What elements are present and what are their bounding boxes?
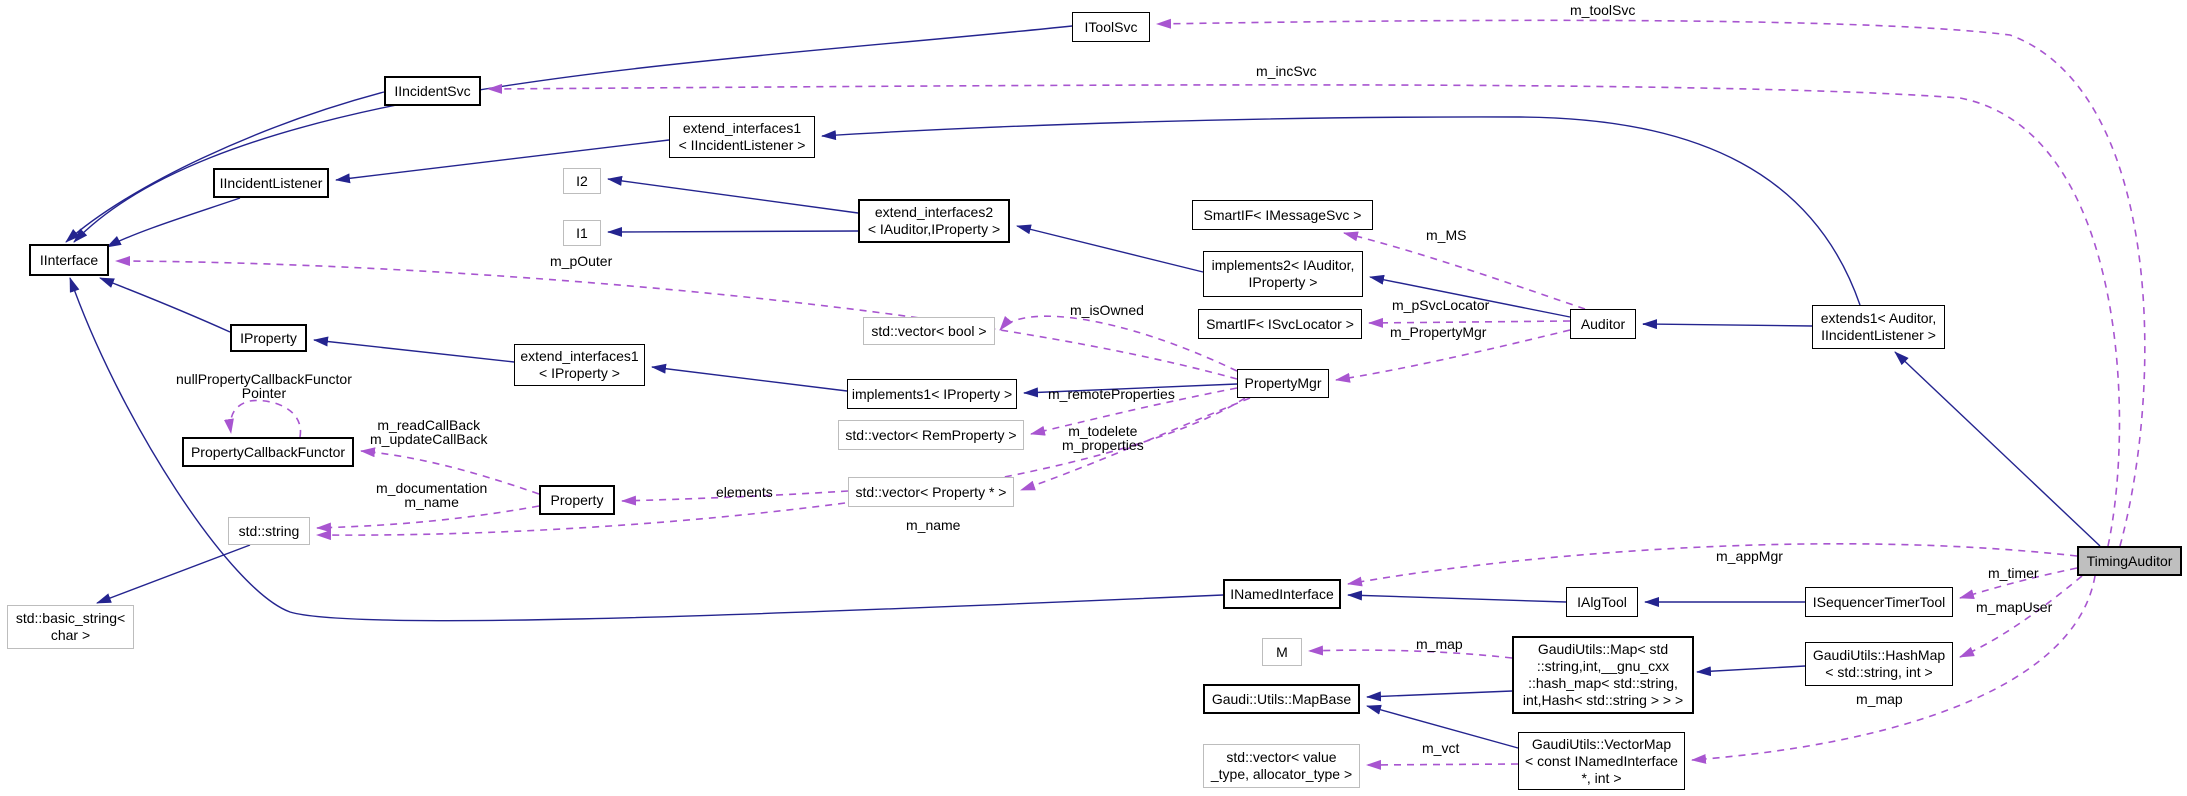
edge-auditor-to-implements2 [1369,274,1571,318]
edge-timingauditor-to-itoolsvc [1156,18,2146,547]
node-smartif-isvclocator[interactable]: SmartIF< ISvcLocator > [1198,309,1362,339]
node-ialgtool[interactable]: IAlgTool [1566,587,1638,617]
node-implements1[interactable]: implements1< IProperty > [847,379,1017,409]
node-iinterface[interactable]: IInterface [29,244,109,276]
edge-timingauditor-to-extends1 [1894,351,2101,547]
node-i1: I1 [563,220,601,246]
edge-implements2-to-ei2 [1016,224,1204,273]
edge-stdstring-to-basicstring [96,544,251,604]
edge-gmap-to-m [1308,645,1513,659]
node-extend-interfaces1-iincidentlistener[interactable]: extend_interfaces1 < IIncidentListener > [669,116,815,158]
edge-label-m-ms: m_MS [1426,227,1467,243]
edge-timingauditor-to-inamedinterface [1347,542,2078,587]
edge-label-m-psvclocator: m_pSvcLocator [1392,297,1490,313]
edge-label-m-vct: m_vct [1422,740,1460,756]
edge-iproperty-to-iinterface [99,277,231,333]
node-iincidentsvc[interactable]: IIncidentSvc [384,76,481,106]
edge-propertymgr-to-iinterface [115,256,1238,380]
edge-label-m-todelete-m-properties: m_todelete m_properties [1062,423,1144,453]
node-propertycallbackfunctor[interactable]: PropertyCallbackFunctor [182,437,354,467]
edge-label-elements: elements [716,484,773,500]
node-std-vector-bool: std::vector< bool > [863,317,995,345]
edge-label-m-map-right: m_map [1856,691,1903,707]
edge-propertymgr-to-vectorbool [999,315,1238,372]
edge-label-m-incsvc: m_incSvc [1256,63,1317,79]
node-extend-interfaces2[interactable]: extend_interfaces2 < IAuditor,IProperty … [858,199,1010,243]
node-timingauditor: TimingAuditor [2077,546,2182,576]
edge-timingauditor-to-iincidentsvc [487,83,2121,547]
edge-propertymgr-to-implements1 [1023,383,1238,398]
edge-iincidentsvc-to-iinterface [65,91,385,243]
edge-property-to-stdstring [316,505,540,533]
node-gaudiutils-vectormap[interactable]: GaudiUtils::VectorMap < const INamedInte… [1518,732,1685,790]
edge-propertymgr-to-vectorpropertyptr [1020,397,1251,491]
edge-timingauditor-to-iseqtimertool [1959,567,2078,599]
node-smartif-imessagesvc[interactable]: SmartIF< IMessageSvc > [1192,200,1373,230]
edge-auditor-to-smartif-isvclocator [1368,317,1571,328]
node-itoolsvc[interactable]: IToolSvc [1072,12,1150,42]
node-property[interactable]: Property [539,485,615,515]
edge-extends1-to-ei1iil [821,116,1861,306]
edge-label-nullpropertycallbackfunctorpointer: nullPropertyCallbackFunctor Pointer [176,371,352,401]
node-gaudiutils-hashmap[interactable]: GaudiUtils::HashMap < std::string, int > [1805,642,1953,686]
edge-timingauditor-to-ghashmap [1959,575,2083,658]
node-auditor[interactable]: Auditor [1570,309,1636,339]
edge-label-m-name: m_name [906,517,961,533]
node-isequencertimertool[interactable]: ISequencerTimerTool [1805,587,1953,617]
node-std-vector-remproperty: std::vector< RemProperty > [838,420,1024,450]
edge-label-m-pouter: m_pOuter [550,253,613,269]
edge-inamedinterface-to-iinterface [69,277,1224,622]
edge-label-m-mapuser: m_mapUser [1976,599,2053,615]
edge-label-m-isowned: m_isOwned [1070,302,1144,318]
edge-ei1iil-to-iincidentlistener [335,139,670,184]
edge-vectorpropertyptr-to-property [621,490,849,506]
node-implements2[interactable]: implements2< IAuditor, IProperty > [1203,251,1363,297]
node-std-string: std::string [228,517,310,545]
edge-label-m-documentation-m-name: m_documentation m_name [376,480,488,510]
node-std-vector-valuetype: std::vector< value _type, allocator_type… [1203,744,1360,788]
edge-propertymgr-to-vectorremproperty [1030,387,1238,436]
edge-label-m-readcallback-m-updatecallback: m_readCallBack m_updateCallBack [370,417,488,447]
edge-label-m-remoteproperties: m_remoteProperties [1048,386,1175,402]
node-i2: I2 [563,168,601,194]
node-propertymgr[interactable]: PropertyMgr [1237,369,1329,398]
node-gaudi-utils-mapbase[interactable]: Gaudi::Utils::MapBase [1203,684,1360,714]
node-iproperty[interactable]: IProperty [230,324,307,352]
edge-ei2-to-i2 [607,175,859,214]
edge-auditor-to-smartif-imessagesvc [1343,231,1586,310]
node-extends1[interactable]: extends1< Auditor, IIncidentListener > [1812,305,1945,349]
node-gaudiutils-map[interactable]: GaudiUtils::Map< std ::string,int,__gnu_… [1512,636,1694,714]
edge-ei2-to-i1 [607,226,859,237]
edge-pcf-self-loop [223,399,302,438]
node-inamedinterface[interactable]: INamedInterface [1223,579,1341,609]
edge-label-m-toolsvc: m_toolSvc [1570,2,1636,18]
edge-vectormap-to-mapbase [1366,704,1519,749]
edge-iincidentlistener-to-iinterface [106,197,241,248]
edge-ialgtool-to-inamedinterface [1347,590,1567,603]
edge-auditor-to-propertymgr [1335,329,1571,383]
node-std-basic-string-char: std::basic_string< char > [7,605,134,649]
edge-ei1ip-to-iproperty [313,336,515,363]
edge-label-m-propertymgr: m_PropertyMgr [1390,324,1487,340]
edge-label-m-timer: m_timer [1988,565,2039,581]
edge-implements1-to-ei1ip [651,363,848,392]
edge-gmap-to-mapbase [1366,690,1513,702]
node-iincidentlistener[interactable]: IIncidentListener [213,168,329,198]
edge-extends1-to-auditor [1642,319,1813,330]
edge-ghashmap-to-gmap [1696,665,1806,677]
edge-label-m-appmgr: m_appMgr [1716,548,1783,564]
edge-vectormap-to-vectorvalue [1366,759,1519,770]
node-m: M [1262,638,1302,666]
node-std-vector-property-ptr: std::vector< Property * > [848,477,1014,507]
edge-label-m-map-left: m_map [1416,636,1463,652]
node-extend-interfaces1-iproperty[interactable]: extend_interfaces1 < IProperty > [514,344,645,386]
